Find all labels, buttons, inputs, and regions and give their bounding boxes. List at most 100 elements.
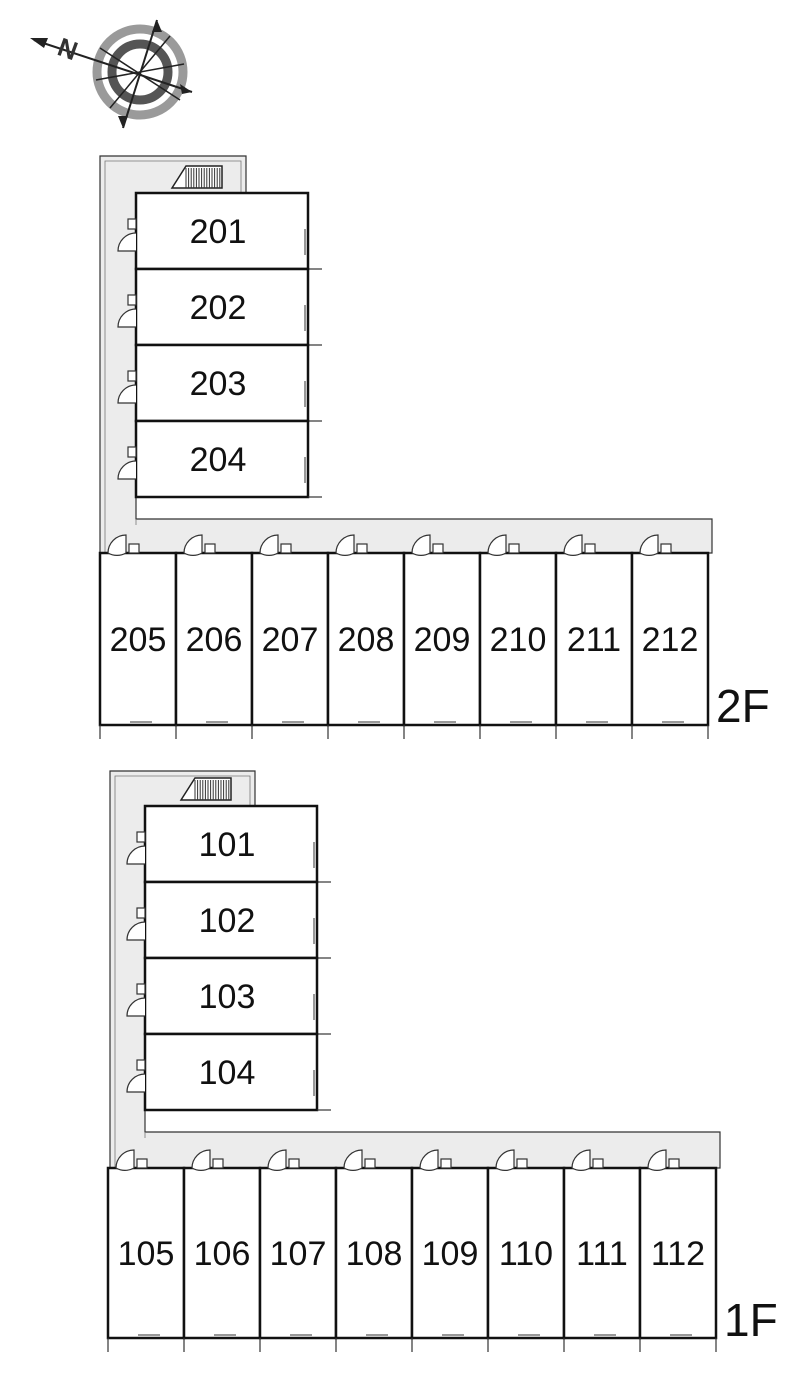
floor-label: 2F <box>716 680 770 732</box>
compass-north-letter: N <box>54 32 82 67</box>
door-icon <box>419 1149 439 1172</box>
door-icon <box>117 460 137 480</box>
door-icon <box>115 1149 135 1172</box>
compass-diagonal-3 <box>95 63 185 81</box>
meter-icon <box>127 370 137 382</box>
stairs-icon <box>179 777 232 801</box>
meter-icon <box>660 543 672 554</box>
compass-rose: N <box>30 19 193 129</box>
door-icon <box>259 534 279 557</box>
unit-label: 201 <box>190 213 247 251</box>
meter-icon <box>204 543 216 554</box>
unit-label: 101 <box>199 826 256 864</box>
unit-202[interactable]: 202 <box>117 267 322 347</box>
meter-icon <box>127 218 137 230</box>
corridor-edge <box>114 775 251 1168</box>
door-icon <box>107 534 127 557</box>
door-icon <box>487 534 507 557</box>
unit-label: 108 <box>346 1235 403 1273</box>
meter-icon <box>127 294 137 306</box>
door-icon <box>571 1149 591 1172</box>
unit-label: 207 <box>262 621 319 659</box>
compass-north-axis <box>33 39 193 93</box>
compass-outer-ring <box>92 24 188 120</box>
unit-208[interactable]: 208 <box>326 534 406 739</box>
unit-107[interactable]: 107 <box>258 1149 338 1352</box>
unit-106[interactable]: 106 <box>182 1149 262 1352</box>
meter-icon <box>127 446 137 458</box>
unit-label: 206 <box>186 621 243 659</box>
unit-label: 107 <box>270 1235 327 1273</box>
unit-207[interactable]: 207 <box>250 534 330 739</box>
meter-icon <box>508 543 520 554</box>
unit-111[interactable]: 111 <box>562 1149 642 1352</box>
door-icon <box>126 1073 146 1093</box>
unit-label: 103 <box>199 978 256 1016</box>
unit-label: 106 <box>194 1235 251 1273</box>
unit-label: 210 <box>490 621 547 659</box>
meter-icon <box>136 831 146 843</box>
door-icon <box>563 534 583 557</box>
unit-102[interactable]: 102 <box>126 880 331 960</box>
floor-2f: 201 202 203 204 205 206 207 208 209 210 211 212 2F <box>98 155 770 739</box>
door-icon <box>267 1149 287 1172</box>
door-icon <box>117 308 137 328</box>
unit-206[interactable]: 206 <box>174 534 254 739</box>
compass-tip-icon <box>152 20 162 32</box>
unit-204[interactable]: 204 <box>117 419 322 499</box>
door-icon <box>647 1149 667 1172</box>
unit-label: 104 <box>199 1054 256 1092</box>
unit-label: 112 <box>651 1235 705 1273</box>
compass-diagonal-1 <box>99 47 181 101</box>
unit-label: 208 <box>338 621 395 659</box>
unit-203[interactable]: 203 <box>117 343 322 423</box>
unit-label: 212 <box>642 621 699 659</box>
unit-210[interactable]: 210 <box>478 534 558 739</box>
unit-105[interactable]: 105 <box>106 1149 186 1352</box>
unit-label: 202 <box>190 289 247 327</box>
unit-label: 105 <box>118 1235 175 1273</box>
unit-label: 209 <box>414 621 471 659</box>
door-icon <box>343 1149 363 1172</box>
door-icon <box>411 534 431 557</box>
unit-104[interactable]: 104 <box>126 1032 331 1112</box>
door-icon <box>639 534 659 557</box>
unit-label: 102 <box>199 902 256 940</box>
unit-209[interactable]: 209 <box>402 534 482 739</box>
unit-108[interactable]: 108 <box>334 1149 414 1352</box>
unit-label: 205 <box>110 621 167 659</box>
stairs-icon <box>170 165 223 189</box>
unit-103[interactable]: 103 <box>126 956 331 1036</box>
meter-icon <box>128 543 140 554</box>
unit-109[interactable]: 109 <box>410 1149 490 1352</box>
unit-110[interactable]: 110 <box>486 1149 566 1352</box>
door-icon <box>191 1149 211 1172</box>
meter-icon <box>592 1158 604 1169</box>
unit-label: 211 <box>567 621 621 659</box>
meter-icon <box>280 543 292 554</box>
unit-112[interactable]: 112 <box>638 1149 718 1352</box>
unit-label: 110 <box>499 1235 553 1273</box>
compass-south-arrow-icon <box>180 84 192 94</box>
unit-205[interactable]: 205 <box>98 534 178 739</box>
unit-101[interactable]: 101 <box>126 804 331 884</box>
door-icon <box>495 1149 515 1172</box>
door-icon <box>335 534 355 557</box>
door-icon <box>117 232 137 252</box>
floor-label: 1F <box>724 1294 778 1346</box>
unit-201[interactable]: 201 <box>117 191 322 271</box>
meter-icon <box>356 543 368 554</box>
unit-212[interactable]: 212 <box>630 534 710 739</box>
unit-label: 203 <box>190 365 247 403</box>
meter-icon <box>668 1158 680 1169</box>
door-icon <box>126 997 146 1017</box>
unit-211[interactable]: 211 <box>554 534 634 739</box>
meter-icon <box>440 1158 452 1169</box>
door-icon <box>117 384 137 404</box>
meter-icon <box>136 1059 146 1071</box>
door-icon <box>126 921 146 941</box>
meter-icon <box>136 1158 148 1169</box>
compass-tip-icon <box>118 116 128 128</box>
